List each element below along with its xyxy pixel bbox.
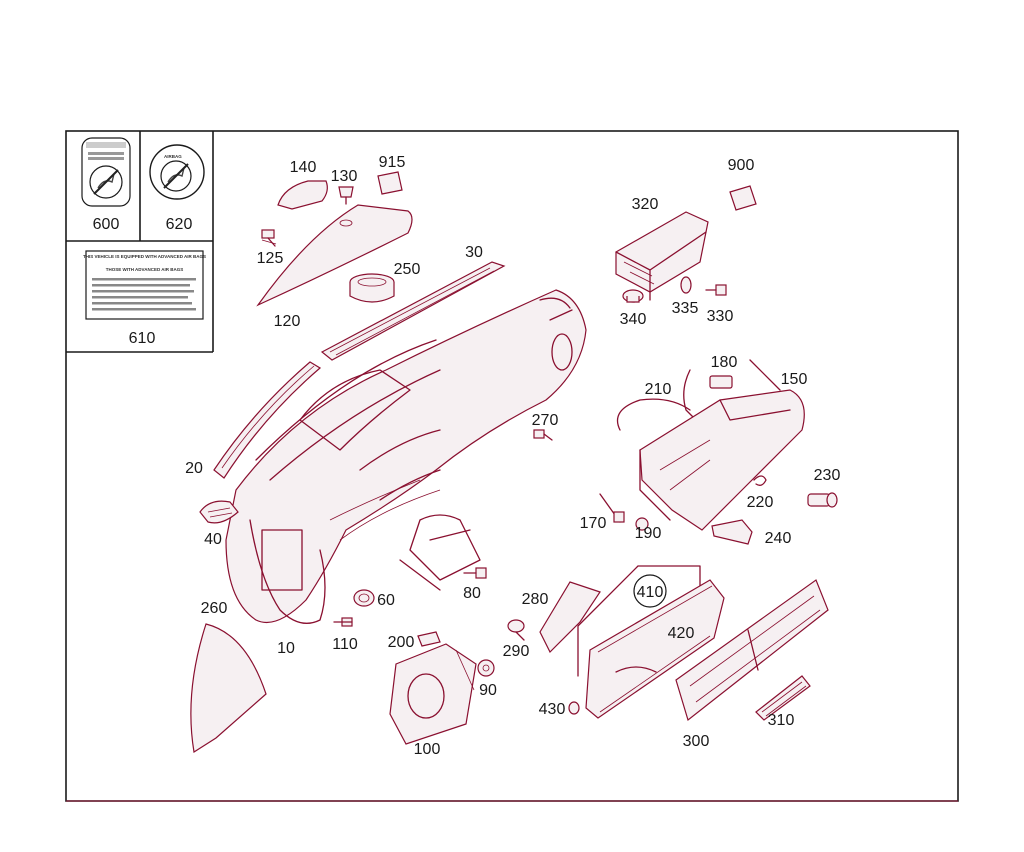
warning-sticker-title: THIS VEHICLE IS EQUIPPED WITH ADVANCED A… bbox=[83, 254, 206, 259]
grommet-part-60 bbox=[353, 589, 375, 607]
warning-sticker-610: THIS VEHICLE IS EQUIPPED WITH ADVANCED A… bbox=[83, 250, 206, 320]
callout-420[interactable]: 420 bbox=[668, 625, 695, 642]
callout-410[interactable]: 410 bbox=[637, 584, 664, 601]
screw-part-125 bbox=[261, 229, 277, 247]
vent-part-250 bbox=[349, 273, 395, 303]
nut-part-90 bbox=[477, 659, 495, 677]
callout-210[interactable]: 210 bbox=[645, 381, 672, 398]
cover-assembly-part-410 bbox=[577, 565, 725, 719]
switch-part-180 bbox=[709, 375, 733, 389]
end-cap-part-260 bbox=[190, 623, 267, 753]
trim-frame-part-300 bbox=[675, 579, 829, 722]
callout-220[interactable]: 220 bbox=[747, 494, 774, 511]
wiring-harness-part-210 bbox=[616, 369, 695, 431]
callout-290[interactable]: 290 bbox=[503, 643, 530, 660]
callout-270[interactable]: 270 bbox=[532, 412, 559, 429]
side-panel-part-120 bbox=[256, 204, 413, 307]
callout-430[interactable]: 430 bbox=[539, 701, 566, 718]
bracket-part-280 bbox=[539, 581, 601, 654]
dashboard-carrier-part-10 bbox=[225, 289, 587, 624]
callout-200[interactable]: 200 bbox=[388, 634, 415, 651]
screw-part-290 bbox=[507, 619, 525, 641]
callout-60[interactable]: 60 bbox=[377, 592, 395, 609]
vent-part-40 bbox=[199, 500, 239, 524]
label-part-915 bbox=[377, 171, 403, 195]
callout-labels: 600 620 610 140 130 915 125 120 250 30 2… bbox=[93, 154, 841, 758]
callout-900[interactable]: 900 bbox=[728, 157, 755, 174]
bracket-part-100 bbox=[389, 643, 477, 745]
handle-part-240 bbox=[711, 519, 753, 545]
callout-90[interactable]: 90 bbox=[479, 682, 497, 699]
clip-part-130 bbox=[338, 186, 354, 205]
spring-part-220 bbox=[753, 475, 767, 486]
callout-190[interactable]: 190 bbox=[635, 525, 662, 542]
callout-335[interactable]: 335 bbox=[672, 300, 699, 317]
grille-part-310 bbox=[755, 675, 811, 721]
callout-230[interactable]: 230 bbox=[814, 467, 841, 484]
callout-410-circle bbox=[633, 574, 667, 608]
screw-part-330 bbox=[705, 284, 727, 296]
callout-120[interactable]: 120 bbox=[274, 313, 301, 330]
callout-10[interactable]: 10 bbox=[277, 640, 295, 657]
callout-100[interactable]: 100 bbox=[414, 741, 441, 758]
callout-180[interactable]: 180 bbox=[711, 354, 738, 371]
defroster-strip-part-30 bbox=[320, 261, 506, 361]
callout-150[interactable]: 150 bbox=[781, 371, 808, 388]
bumper-part-190 bbox=[635, 517, 649, 531]
glovebox-part-150 bbox=[639, 359, 805, 531]
airbag-sticker-600-icon bbox=[81, 137, 131, 207]
callout-320[interactable]: 320 bbox=[632, 196, 659, 213]
clip-part-430 bbox=[568, 701, 580, 715]
callout-20[interactable]: 20 bbox=[185, 460, 203, 477]
callout-140[interactable]: 140 bbox=[290, 159, 317, 176]
screw-part-110 bbox=[333, 617, 353, 627]
callout-110[interactable]: 110 bbox=[332, 636, 358, 653]
callout-310[interactable]: 310 bbox=[768, 712, 795, 729]
grommet-part-340 bbox=[622, 289, 644, 303]
screw-part-80 bbox=[463, 567, 487, 579]
side-strip-part-20 bbox=[213, 361, 322, 479]
callout-250[interactable]: 250 bbox=[394, 261, 421, 278]
airbag-sticker-620-icon: AIRBAG bbox=[149, 144, 205, 200]
callout-170[interactable]: 170 bbox=[580, 515, 607, 532]
callout-130[interactable]: 130 bbox=[331, 168, 358, 185]
callout-610[interactable]: 610 bbox=[129, 330, 156, 347]
label-panel: AIRBAG THIS VEHICLE IS EQUIPPED WITH ADV… bbox=[66, 131, 214, 353]
washer-part-335 bbox=[680, 276, 692, 294]
callout-330[interactable]: 330 bbox=[707, 308, 734, 325]
callout-620[interactable]: 620 bbox=[166, 216, 193, 233]
callout-40[interactable]: 40 bbox=[204, 531, 222, 548]
screw-part-270 bbox=[533, 429, 553, 441]
cover-part-140 bbox=[277, 180, 328, 210]
clip-part-200 bbox=[417, 631, 441, 647]
label-part-900 bbox=[729, 185, 757, 211]
striker-part-170 bbox=[599, 493, 625, 523]
airbag-module-part-320 bbox=[615, 211, 709, 301]
callout-280[interactable]: 280 bbox=[522, 591, 549, 608]
callout-300[interactable]: 300 bbox=[683, 733, 710, 750]
callout-125[interactable]: 125 bbox=[257, 250, 284, 267]
callout-80[interactable]: 80 bbox=[463, 585, 481, 602]
callout-340[interactable]: 340 bbox=[620, 311, 647, 328]
callout-30[interactable]: 30 bbox=[465, 244, 483, 261]
callout-915[interactable]: 915 bbox=[379, 154, 406, 171]
lock-part-230 bbox=[807, 492, 838, 508]
callout-600[interactable]: 600 bbox=[93, 216, 120, 233]
callout-240[interactable]: 240 bbox=[765, 530, 792, 547]
airbag-sticker-text: AIRBAG bbox=[164, 154, 182, 159]
warning-sticker-subtitle: THOSE WITH ADVANCED AIR BAGS bbox=[106, 267, 184, 272]
callout-260[interactable]: 260 bbox=[201, 600, 228, 617]
